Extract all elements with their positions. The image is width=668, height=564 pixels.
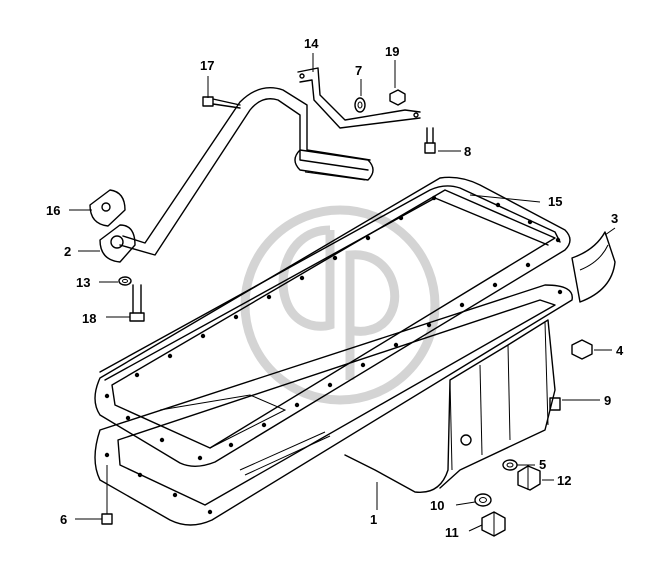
callout-2: 2 (64, 244, 71, 259)
oil-pan-gasket (99, 185, 561, 381)
callout-9: 9 (604, 393, 611, 408)
callout-1: 1 (370, 512, 377, 527)
washer-13 (118, 276, 132, 286)
watermark-logo (240, 205, 440, 405)
dipstick-guide-3 (571, 231, 616, 303)
callout-15: 15 (548, 194, 562, 209)
bolt-17 (202, 96, 241, 109)
callout-13: 13 (76, 275, 90, 290)
drain-plug-11 (481, 511, 506, 537)
nut-19 (389, 89, 406, 106)
washer-7 (354, 97, 366, 113)
support-bracket (297, 67, 421, 129)
callout-4: 4 (616, 343, 624, 358)
drain-plug-12 (517, 465, 541, 491)
callout-18: 18 (82, 311, 96, 326)
oil-suction-pipe (89, 87, 374, 263)
callout-19: 19 (385, 44, 399, 59)
plug-4 (571, 339, 593, 360)
callout-12: 12 (557, 473, 571, 488)
callout-labels: 1 2 3 4 5 6 7 8 9 10 11 12 13 14 15 16 1… (46, 36, 624, 540)
callout-16: 16 (46, 203, 60, 218)
bolt-6 (101, 465, 113, 525)
bolt-9 (549, 397, 561, 411)
washer-5 (502, 459, 518, 471)
washer-10 (474, 493, 492, 507)
callout-14: 14 (304, 36, 319, 51)
flange-holes (104, 195, 563, 515)
callout-3: 3 (611, 211, 618, 226)
callout-7: 7 (355, 63, 362, 78)
callout-8: 8 (464, 144, 471, 159)
bolt-8 (424, 127, 436, 154)
callout-6: 6 (60, 512, 67, 527)
leader-lines (69, 53, 616, 532)
oil-pan (94, 176, 573, 526)
callout-11: 11 (445, 525, 459, 540)
callout-5: 5 (539, 457, 546, 472)
callout-17: 17 (200, 58, 214, 73)
bolt-18 (129, 284, 145, 322)
callout-10: 10 (430, 498, 444, 513)
